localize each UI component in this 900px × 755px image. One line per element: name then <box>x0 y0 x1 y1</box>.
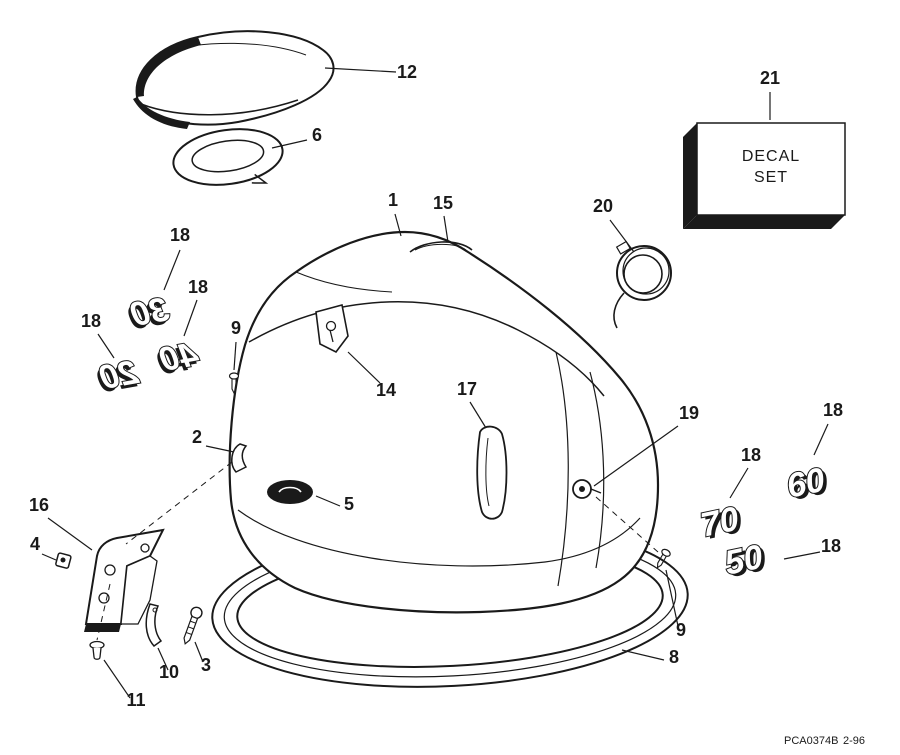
decal-box-label-line2: SET <box>754 169 788 186</box>
callout-19: 19 <box>679 403 699 423</box>
leader-3 <box>194 641 204 663</box>
rubber-pin <box>89 640 105 660</box>
screw-9-top <box>228 372 240 395</box>
callout-4: 4 <box>30 534 40 554</box>
callout-18-b: 18 <box>188 277 208 297</box>
decal-set-box: DECAL SET <box>683 122 846 229</box>
callout-14: 14 <box>376 380 396 400</box>
svg-text:70: 70 <box>701 502 746 547</box>
leader-11 <box>103 659 131 699</box>
leader-15 <box>443 215 449 243</box>
svg-text:20: 20 <box>95 356 140 400</box>
leader-9a <box>233 341 237 371</box>
leader-18d <box>729 467 749 499</box>
callout-1: 1 <box>388 190 398 210</box>
decal-numbers: 30 30 20 20 40 40 70 70 60 60 50 50 <box>95 289 832 585</box>
callout-9-b: 9 <box>676 620 686 640</box>
callout-17: 17 <box>457 379 477 399</box>
footer-part-code: PCA0374B <box>784 735 838 747</box>
callout-3: 3 <box>201 655 211 675</box>
leader-18c <box>97 333 115 359</box>
top-cover <box>133 30 335 129</box>
svg-text:60: 60 <box>783 461 828 506</box>
leader-18a <box>163 249 181 291</box>
leader-2 <box>205 445 235 453</box>
callout-20: 20 <box>593 196 613 216</box>
decal-50: 50 50 <box>720 537 770 585</box>
leader-1 <box>394 213 402 237</box>
leader-12 <box>324 67 397 73</box>
decal-40: 40 40 <box>155 334 203 383</box>
leader-20 <box>609 219 635 253</box>
handle-recess <box>409 241 473 253</box>
callout-18-a: 18 <box>170 225 190 245</box>
footer: PCA0374B 2-96 <box>784 735 865 747</box>
callout-16: 16 <box>29 495 49 515</box>
leader-9b <box>665 569 679 627</box>
side-fastener <box>572 479 602 499</box>
leader-17 <box>469 401 487 429</box>
callout-8: 8 <box>669 647 679 667</box>
screw-9-right <box>656 548 671 569</box>
callout-2: 2 <box>192 427 202 447</box>
callout-18-c: 18 <box>81 311 101 331</box>
leader-14 <box>347 351 381 384</box>
square-nut <box>55 552 72 569</box>
callout-12: 12 <box>397 62 417 82</box>
leader-10 <box>157 647 169 671</box>
leader-18e <box>813 423 829 456</box>
decal-30: 30 30 <box>126 289 173 338</box>
callout-18-d: 18 <box>741 445 761 465</box>
svg-text:30: 30 <box>126 294 170 338</box>
leader-6 <box>271 139 308 149</box>
main-cowl <box>228 230 660 614</box>
decal-20: 20 20 <box>95 352 143 401</box>
decal-70: 70 70 <box>696 499 746 547</box>
svg-text:60: 60 <box>787 463 832 508</box>
svg-text:40: 40 <box>155 338 200 382</box>
svg-text:70: 70 <box>697 500 742 545</box>
assembly-axis-lines <box>96 461 659 641</box>
svg-text:50: 50 <box>725 540 770 585</box>
coiled-seal <box>613 240 672 329</box>
leader-18b <box>183 299 198 337</box>
clip-bracket <box>145 603 163 648</box>
callout-9-a: 9 <box>231 318 241 338</box>
callout-labels: 12 6 18 18 18 9 1 15 20 21 14 17 19 2 5 … <box>29 62 843 710</box>
svg-text:40: 40 <box>157 335 202 379</box>
cover-gasket <box>172 128 284 186</box>
leader-19 <box>593 425 679 487</box>
callout-10: 10 <box>159 662 179 682</box>
leader-5 <box>315 495 341 507</box>
leader-18f <box>783 551 821 560</box>
callout-15: 15 <box>433 193 453 213</box>
emblem <box>267 480 313 504</box>
callout-18-f: 18 <box>821 536 841 556</box>
side-latch-lever <box>476 425 508 520</box>
svg-text:30: 30 <box>128 290 172 334</box>
leader-16 <box>47 517 93 551</box>
callout-6: 6 <box>312 125 322 145</box>
svg-text:50: 50 <box>721 538 766 583</box>
callout-21: 21 <box>760 68 780 88</box>
front-latch <box>315 304 349 354</box>
decal-box-label-line1: DECAL <box>742 148 800 165</box>
callout-5: 5 <box>344 494 354 514</box>
decal-60: 60 60 <box>782 460 832 508</box>
callout-18-e: 18 <box>823 400 843 420</box>
svg-text:20: 20 <box>97 353 142 397</box>
leader-8 <box>621 649 665 661</box>
leader-lines <box>41 67 829 699</box>
callout-11: 11 <box>126 690 145 710</box>
leader-4 <box>41 553 57 561</box>
mount-bracket <box>84 528 165 632</box>
footer-revision: 2-96 <box>843 735 865 747</box>
screw-3 <box>183 606 203 645</box>
